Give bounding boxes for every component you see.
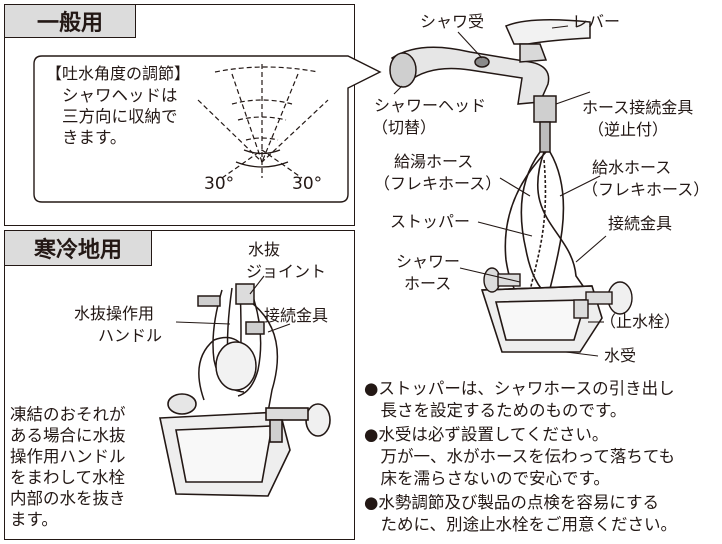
faucet-body [389, 19, 591, 153]
note-stopper-1: ●ストッパーは、シャワホースの引き出し [364, 379, 675, 398]
label-drain-handle-2: ハンドル [98, 326, 163, 345]
label-hot-water-hose: 給湯ホース [394, 152, 474, 171]
note-valve-2: ために、別途止水栓をご用意ください。 [364, 515, 678, 534]
angle-note-line-2: 三方向に収納で [62, 107, 178, 126]
freeze-note-line-5: 内部の水を抜き [10, 489, 126, 508]
label-hot-water-hose-flex: （フレキホース） [374, 174, 502, 193]
label-connector: 接続金具 [608, 214, 673, 233]
note-tray-3: 床を濡らさないので安心です。 [364, 469, 610, 488]
label-water-tray: 水受 [604, 346, 637, 365]
freeze-note-line-6: ます。 [10, 510, 58, 529]
angle-note-title: 【吐水角度の調節】 [46, 64, 191, 83]
label-drain-handle: 水抜操作用 [74, 304, 155, 323]
label-shower-holder: シャワ受 [420, 12, 485, 31]
note-valve-1: ●水勢調節及び製品の点検を容易にする [364, 493, 660, 512]
label-cold-water-hose-flex: （フレキホース） [582, 180, 710, 199]
label-cold-connector: 接続金具 [264, 306, 329, 325]
angle-left-label: 30° [204, 174, 235, 194]
label-lever: レバー [572, 12, 621, 31]
cold-region-tray [159, 393, 331, 497]
freeze-note-line-2: ある場合に水抜 [10, 426, 126, 445]
label-hose-fitting-check: （逆止付） [588, 120, 669, 139]
note-tray-1: ●水受は必ず設置してください。 [364, 425, 609, 444]
freeze-note-line-4: をまわして水栓 [10, 468, 126, 487]
label-stop-valve: （止水栓） [600, 312, 681, 331]
angle-callout-bubble [33, 55, 382, 203]
angle-note-line-1: シャワヘッドは [62, 86, 178, 105]
label-drain-joint-2: ジョイント [246, 262, 327, 281]
label-stopper: ストッパー [390, 212, 471, 231]
water-tray [480, 285, 603, 353]
general-section-title: 一般用 [4, 4, 136, 38]
label-hose-fitting: ホース接続金具 [582, 98, 694, 117]
angle-right-label: 30° [292, 174, 323, 194]
cold-region-section-title: 寒冷地用 [4, 230, 152, 266]
label-shower-head: シャワーヘッド [374, 96, 487, 115]
label-shower-hose: シャワー [396, 252, 461, 271]
freeze-note-line-1: 凍結のおそれが [10, 405, 126, 424]
hoses [504, 151, 591, 305]
note-tray-2: 万が一、水がホースを伝わって落ちても [364, 447, 676, 466]
label-cold-water-hose: 給水ホース [592, 158, 672, 177]
note-stopper-2: 長さを設定するためのものです。 [364, 401, 627, 420]
label-drain-joint: 水抜 [248, 240, 281, 259]
freeze-note-line-3: 操作用ハンドル [10, 447, 126, 466]
cold-region-faucet [197, 283, 279, 413]
label-shower-head-switch: （切替） [372, 118, 437, 137]
spray-angle-diagram [197, 64, 329, 179]
label-shower-hose-2: ホース [404, 274, 452, 293]
angle-note-line-3: きます。 [62, 128, 127, 147]
